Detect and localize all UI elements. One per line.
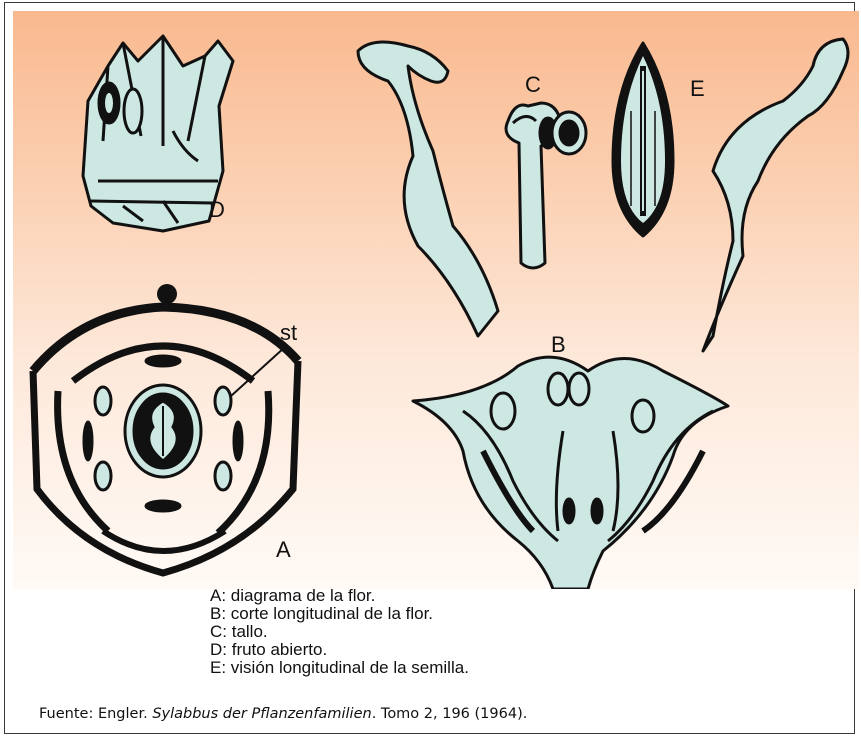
label-b: B — [551, 334, 566, 356]
source-suffix: . Tomo 2, 196 (1964). — [372, 706, 528, 722]
legend-item-a: A: diagrama de la flor. — [210, 587, 469, 605]
label-c: C — [525, 74, 541, 96]
source-citation: Fuente: Engler. Sylabbus der Pflanzenfam… — [39, 706, 527, 722]
flower-section-drawing — [358, 39, 848, 589]
legend-item-b: B: corte longitudinal de la flor. — [210, 605, 469, 623]
source-prefix: Fuente: Engler. — [39, 706, 152, 722]
stem-drawing — [506, 103, 586, 268]
legend-item-e: E: visión longitudinal de la semilla. — [210, 659, 469, 677]
illustration-plate: C E D B st A — [13, 11, 859, 589]
flower-diagram-drawing — [33, 284, 298, 573]
source-title: Sylabbus der Pflanzenfamilien — [152, 706, 371, 722]
legend-item-c: C: tallo. — [210, 623, 469, 641]
label-a: A — [276, 539, 291, 561]
legend-item-d: D: fruto abierto. — [210, 641, 469, 659]
figure-frame: C E D B st A A: diagrama de la flor. B: … — [4, 2, 855, 734]
label-d: D — [209, 199, 225, 221]
botanical-illustration — [13, 11, 859, 589]
label-st: st — [280, 322, 297, 344]
seed-drawing — [613, 43, 673, 236]
label-e: E — [690, 78, 705, 100]
figure-legend: A: diagrama de la flor. B: corte longitu… — [210, 587, 469, 677]
